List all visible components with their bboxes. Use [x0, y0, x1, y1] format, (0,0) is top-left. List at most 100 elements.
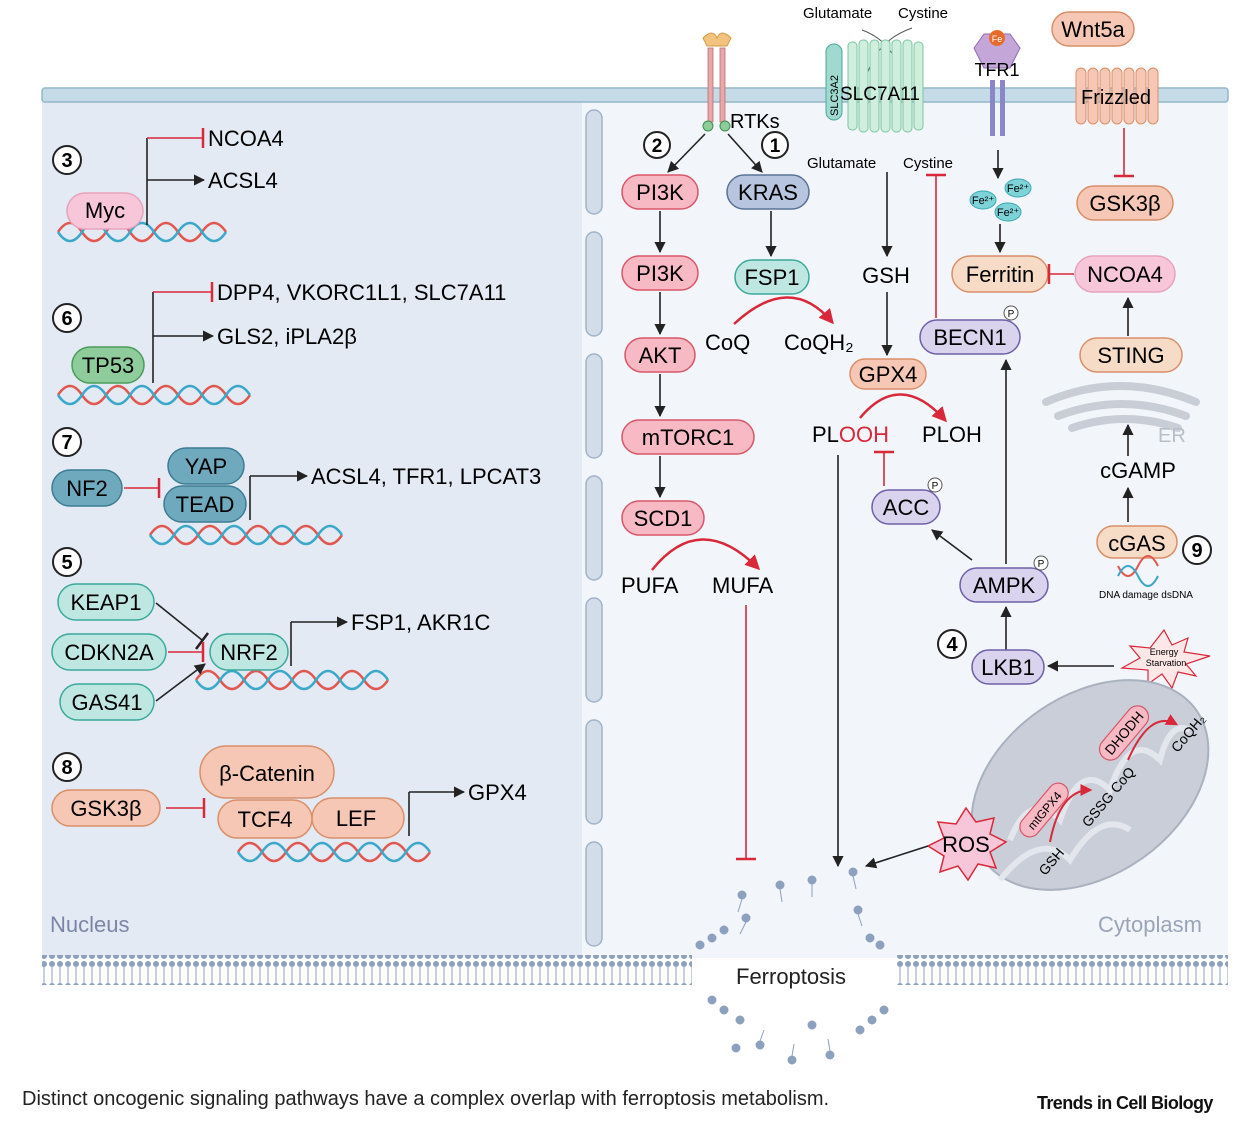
myc-node [66, 192, 144, 230]
cgas-label: cGAS [1108, 531, 1165, 556]
energy-label: Energy [1150, 647, 1179, 657]
kras-node [726, 174, 810, 210]
svg-text:P: P [1008, 309, 1015, 320]
myc-module: 3 Myc NCOA4 ACSL4 [52, 126, 284, 243]
coq-reduction-arrow [733, 296, 834, 325]
cystine-out-label: Cystine [898, 5, 948, 22]
ncoa4-label: NCOA4 [1087, 262, 1163, 287]
pufa-label: PUFA [621, 573, 679, 598]
mtgpx4-node [1019, 782, 1069, 838]
cdkn2a-node [51, 633, 167, 671]
fe-ion [989, 30, 1005, 46]
ampk-to-acc-arrow [931, 529, 973, 561]
tfr1-receptor: Fe TFR1 [973, 30, 1021, 136]
ros-burst [926, 806, 1008, 882]
phospho-site [719, 120, 731, 132]
phospho-site [702, 120, 714, 132]
frizzled-receptor [1075, 67, 1159, 125]
akt-node [624, 337, 696, 373]
gsk3b-cyto-label: GSK3β [1089, 191, 1160, 216]
wnt5a-label: Wnt5a [1061, 17, 1125, 42]
yap-node [167, 447, 245, 485]
gsk3b-nucleus-node [51, 789, 161, 827]
scd1-label: SCD1 [634, 506, 693, 531]
plooh-label: PLOOH [812, 422, 889, 447]
ros-to-ferroptosis-arrow [864, 845, 929, 869]
er-label: ER [1158, 425, 1186, 447]
plooh-to-ploh-arrow [859, 393, 948, 423]
nucleus-label: Nucleus [50, 912, 129, 937]
gsk3b-nucleus-label: GSK3β [70, 796, 141, 821]
gsh-label: GSH [862, 263, 910, 288]
acc-node [871, 489, 941, 525]
lef-label: LEF [336, 806, 376, 831]
step-6-number: 6 [61, 308, 72, 330]
tp53-module: 6 TP53 DPP4, VKORC1L1, SLC7A11 GLS2, iPL… [52, 280, 506, 406]
rtk-receptor: RTKs [702, 32, 780, 133]
beta-catenin-label: β-Catenin [219, 761, 315, 786]
step-2-number: 2 [652, 136, 663, 157]
frizzled-label: Frizzled [1081, 87, 1151, 109]
keap1-label: KEAP1 [71, 590, 142, 615]
scd1-node [621, 500, 705, 536]
pi3k-node-2 [621, 255, 699, 291]
dsdna-icon [1117, 555, 1159, 577]
acc-phospho [927, 477, 943, 493]
svg-text:P: P [1038, 559, 1045, 570]
ros-label: ROS [942, 832, 990, 857]
glutamate-in-label: Glutamate [807, 155, 876, 172]
slc3a2-label: SLC3A2 [829, 75, 841, 116]
tead-node [163, 485, 247, 523]
coqh2-label: CoQH₂ [784, 330, 854, 355]
endoplasmic-reticulum [1042, 382, 1200, 432]
kras-label: KRAS [738, 180, 798, 205]
gpx4-node [849, 358, 927, 390]
wnt-module: 8 GSK3β β-Catenin TCF4 LEF GPX4 [51, 745, 527, 863]
slc3a2-subunit [825, 43, 843, 121]
tp53-node [71, 346, 145, 384]
step-7-number: 7 [61, 432, 72, 454]
nrf2-module: 5 KEAP1 CDKN2A GAS41 NRF2 FSP1, AKR1C [51, 547, 491, 721]
step-5-number: 5 [61, 552, 72, 574]
gas41-node [59, 683, 155, 721]
step-4-number: 4 [946, 634, 958, 656]
step-4-badge [937, 629, 967, 659]
fsp1-label: FSP1 [744, 265, 799, 290]
gas41-activates-nrf2 [155, 663, 206, 702]
ferroptosis-label: Ferroptosis [736, 964, 846, 989]
step-9-number: 9 [1191, 540, 1202, 562]
step-7-badge [52, 427, 82, 457]
tfr1-label: TFR1 [975, 60, 1020, 80]
cgas-node [1096, 525, 1178, 559]
beta-catenin-node [199, 745, 335, 799]
mtorc1-node [621, 419, 755, 455]
yap-label: YAP [185, 454, 227, 479]
nrf2-label: NRF2 [220, 640, 277, 665]
ampk-label: AMPK [973, 573, 1036, 598]
tead-label: TEAD [176, 492, 235, 517]
ncoa4-target: NCOA4 [208, 126, 284, 151]
cytoplasm-label: Cytoplasm [1098, 912, 1202, 937]
yap-module: 7 NF2 YAP TEAD ACSL4, TFR1, LPCAT3 [51, 427, 541, 546]
lkb1-node [971, 649, 1045, 685]
step-8-badge [52, 752, 82, 782]
step-8-number: 8 [61, 757, 72, 779]
starvation-label: Starvation [1146, 658, 1187, 668]
step-5-badge [52, 547, 82, 577]
sting-label: STING [1097, 343, 1164, 368]
pufa-to-mufa-arrow [651, 538, 761, 571]
lkb1-label: LKB1 [981, 655, 1035, 680]
energy-starvation-burst [1119, 628, 1211, 690]
step-9-badge [1182, 535, 1212, 565]
nrf2-node [209, 633, 289, 671]
lipid-bilayer-left [42, 955, 692, 985]
becn1-node [919, 319, 1021, 355]
pi3k-chain [621, 174, 755, 536]
step-3-number: 3 [61, 150, 72, 172]
becn1-phospho [1003, 305, 1019, 321]
plasma-membrane-top [41, 87, 1229, 103]
nrf2-targets: FSP1, AKR1C [351, 610, 491, 635]
ferritin-label: Ferritin [966, 262, 1034, 287]
gpx4-label: GPX4 [859, 362, 918, 387]
